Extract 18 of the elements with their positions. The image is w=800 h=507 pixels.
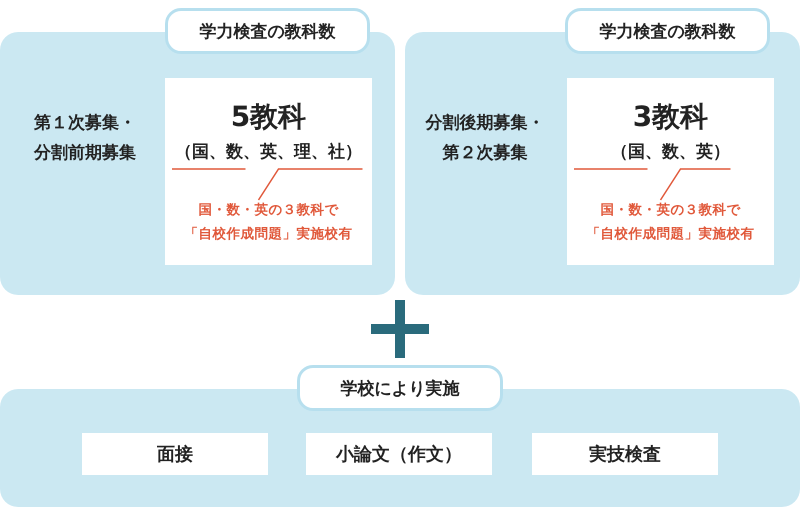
category-label: 第１次募集・分割前期募集 bbox=[30, 108, 140, 168]
subject-list: （国、数、英、理、社） bbox=[175, 140, 362, 166]
callout-note: 国・数・英の３教科で「自校作成問題」実施校有 bbox=[173, 198, 364, 250]
content-card bbox=[567, 78, 774, 265]
heading-tab: 学力検査の教科数 bbox=[165, 8, 370, 54]
exam-item-box: 小論文（作文） bbox=[306, 433, 492, 475]
exam-item-box: 実技検査 bbox=[532, 433, 718, 475]
callout-note: 国・数・英の３教科で「自校作成問題」実施校有 bbox=[575, 198, 766, 250]
subject-list: （国、数、英） bbox=[611, 140, 730, 166]
leader-line bbox=[258, 168, 362, 200]
heading-tab: 学力検査の教科数 bbox=[565, 8, 770, 54]
category-label: 分割後期募集・第２次募集 bbox=[422, 108, 548, 168]
exam-item-box: 面接 bbox=[82, 433, 268, 475]
content-card bbox=[165, 78, 372, 265]
subject-count: 3教科 bbox=[632, 99, 710, 135]
leader-line bbox=[660, 168, 730, 200]
heading-tab: 学校により実施 bbox=[297, 365, 503, 411]
subject-count: 5教科 bbox=[230, 99, 308, 135]
